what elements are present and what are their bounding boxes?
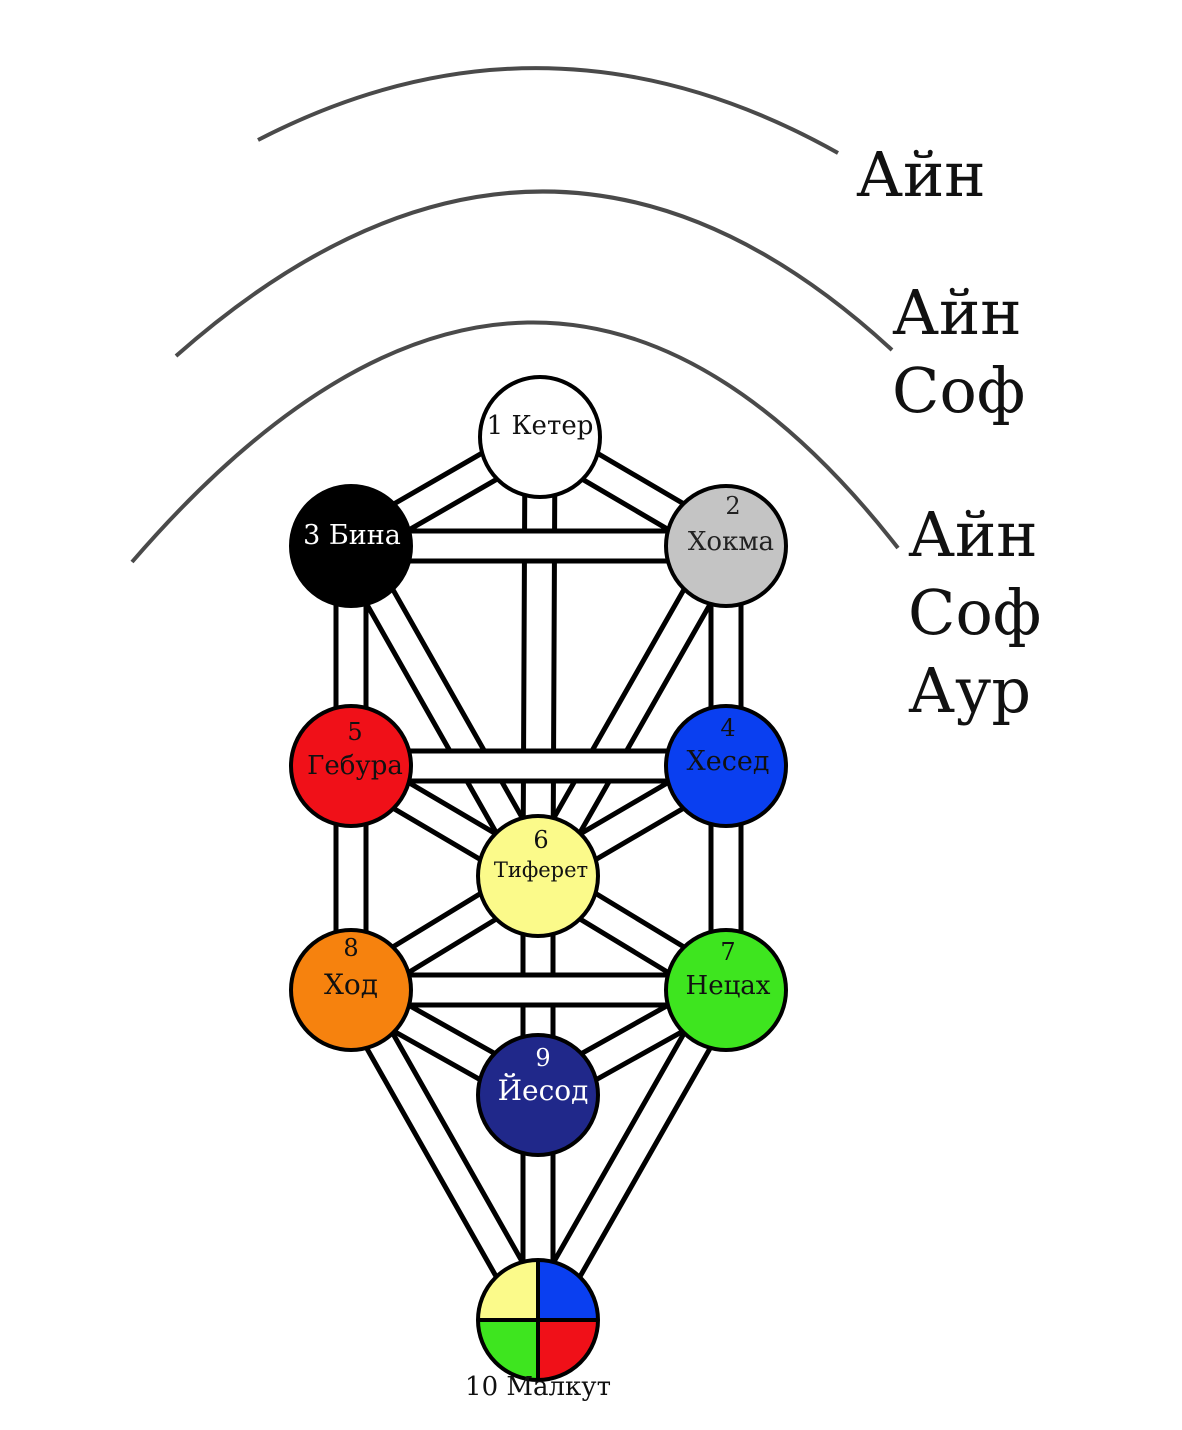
sefira-bina-number: 3 xyxy=(303,520,320,551)
sefira-netzah-name: Нецах xyxy=(686,971,771,1001)
sefira-yesod-number: 9 xyxy=(535,1044,550,1072)
veil-arc-ain xyxy=(257,66,839,155)
sefira-malkut: 10 Малкут xyxy=(465,1258,611,1402)
sefira-bina: 3 Бина xyxy=(289,484,413,608)
veil-ain-sof-aur-line1: Айн xyxy=(908,498,1038,571)
veil-arc-ain-sof xyxy=(174,189,894,358)
sefira-hokhma-number: 2 xyxy=(725,492,740,520)
sefira-hod-circle xyxy=(289,928,413,1052)
sefira-yesod: 9 Йесод xyxy=(476,1033,600,1157)
sefira-hod: 8 Ход xyxy=(289,928,413,1052)
sefira-tiferet-number: 6 xyxy=(533,826,548,854)
sefira-tiferet: 6 Тиферет xyxy=(476,814,600,938)
sefira-hokhma-name: Хокма xyxy=(688,527,774,557)
sefira-hokhma-circle xyxy=(664,484,788,608)
sefirot-group: 1 Кетер 2 Хокма 3 Бина 4 Хесед 5 xyxy=(289,375,788,1402)
svg-text:3 Бина: 3 Бина xyxy=(303,520,401,551)
veil-ain-sof-aur-line3: Аур xyxy=(908,654,1032,727)
sefira-keter-name: Кетер xyxy=(511,411,593,441)
veil-arc-ain-sof-aur xyxy=(130,320,900,564)
malkut-quadrant-top-right xyxy=(538,1260,598,1320)
malkut-quadrant-bottom-right xyxy=(538,1320,598,1380)
sefira-netzah: 7 Нецах xyxy=(664,928,788,1052)
malkut-quadrant-top-left xyxy=(478,1260,538,1320)
veil-ain-line1: Айн xyxy=(856,138,986,211)
sefira-keter: 1 Кетер xyxy=(478,375,602,499)
sefira-hokhma: 2 Хокма xyxy=(664,484,788,608)
sefira-yesod-name: Йесод xyxy=(498,1073,589,1107)
sefira-gevura: 5 Гебура xyxy=(289,704,413,828)
malkut-quadrant-bottom-left xyxy=(478,1320,538,1380)
sefira-bina-name: Бина xyxy=(329,520,401,551)
svg-text:10 Малкут: 10 Малкут xyxy=(465,1372,611,1402)
sefira-malkut-number: 10 xyxy=(465,1372,498,1402)
sefira-bina-circle xyxy=(289,484,413,608)
sefira-netzah-number: 7 xyxy=(720,938,735,966)
sefira-hesed-number: 4 xyxy=(720,714,735,742)
sefira-hod-name: Ход xyxy=(324,968,378,1001)
sefira-gevura-name: Гебура xyxy=(307,751,403,781)
sefira-keter-circle xyxy=(478,375,602,499)
sefira-malkut-circle xyxy=(476,1258,600,1382)
veil-label-ain-sof: Айн Соф xyxy=(892,274,1025,430)
sefira-gevura-circle xyxy=(289,704,413,828)
path-keter-tiferet xyxy=(520,434,558,879)
sefira-hesed: 4 Хесед xyxy=(664,704,788,828)
veil-ain-sof-line1: Айн xyxy=(892,276,1022,349)
sefira-netzah-circle xyxy=(664,928,788,1052)
sefira-hod-number: 8 xyxy=(343,934,358,962)
sefira-tiferet-circle xyxy=(476,814,600,938)
veil-ain-sof-line2: Соф xyxy=(892,354,1026,427)
veil-ain-sof-aur-line2: Соф xyxy=(908,576,1042,649)
sefira-tiferet-name: Тиферет xyxy=(494,858,588,882)
sefira-keter-number: 1 xyxy=(487,411,504,441)
sefira-gevura-number: 5 xyxy=(347,718,362,746)
sefira-hesed-name: Хесед xyxy=(687,746,770,777)
svg-text:1 Кетер: 1 Кетер xyxy=(487,411,594,441)
sefira-malkut-name: Малкут xyxy=(506,1372,611,1402)
veil-label-ain-sof-aur: Айн Соф Аур xyxy=(908,496,1041,730)
veil-label-ain: Айн xyxy=(856,136,986,214)
sefira-hesed-circle xyxy=(664,704,788,828)
sefira-yesod-circle xyxy=(476,1033,600,1157)
